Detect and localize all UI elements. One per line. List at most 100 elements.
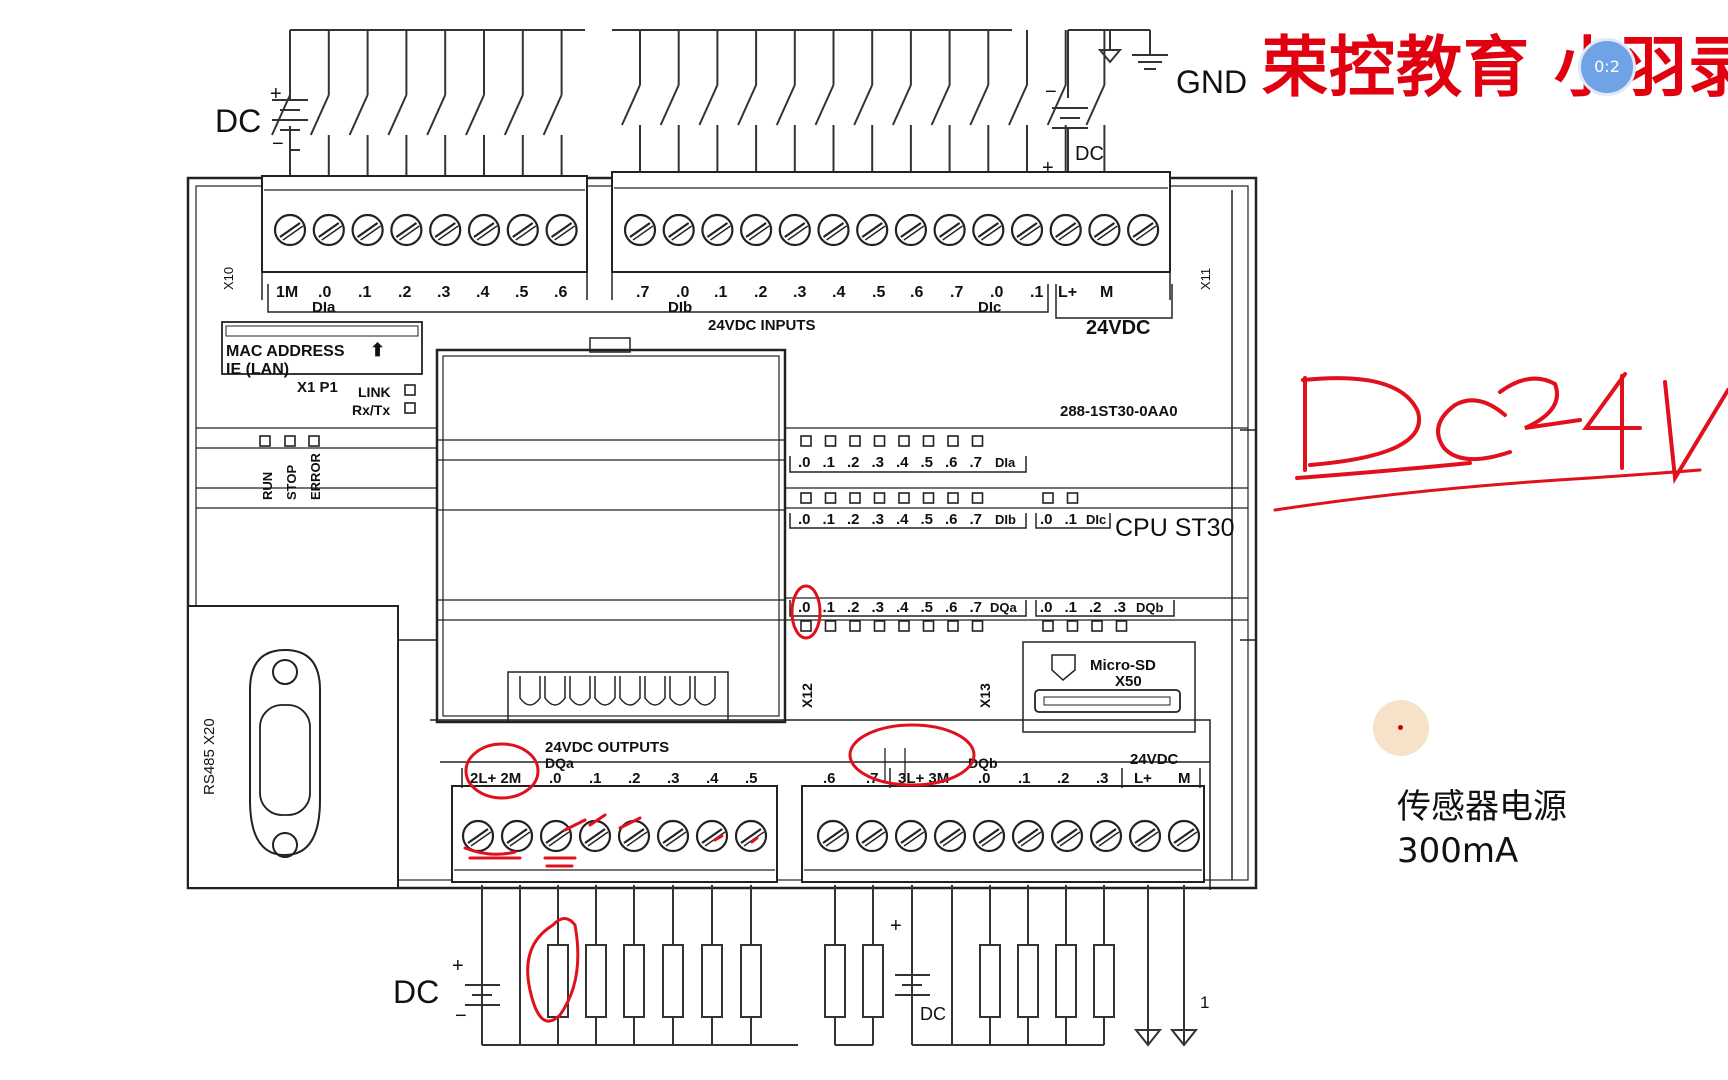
led-square [824,435,837,447]
led-square [947,435,959,447]
terminal-screw [662,213,695,247]
led-square [1066,492,1079,504]
minus-sign: − [272,133,284,155]
terminal-label: .7 [636,284,649,301]
led-label: .0 [798,599,811,616]
led-label: .7 [970,599,983,616]
load-resistor [701,944,723,1018]
load-resistor [623,944,645,1018]
recording-badge: 0:2 [1578,38,1636,96]
terminal-label: M [1100,284,1113,301]
connector-fin [644,676,666,706]
led-label: .1 [823,511,836,528]
terminal-label: .0 [978,770,991,787]
led-square [1066,620,1079,632]
input-wire [775,30,796,176]
terminal-label: .3 [1096,770,1109,787]
led-square [898,492,910,504]
connector-fin [669,676,691,706]
led-label: .3 [872,599,885,616]
terminal-screw [739,213,773,247]
terminal-label: .2 [1057,770,1070,787]
dc-label-top-left: DC [215,103,261,139]
terminal-label: .1 [1018,770,1031,787]
terminal-label: .6 [910,284,923,301]
led-group-label: DQa [990,600,1018,615]
terminal-screw [1050,819,1084,853]
led-square [898,620,910,632]
input-wire [387,30,408,176]
led-label: .1 [823,454,836,471]
led-label: .2 [1089,599,1102,616]
led-square [922,435,935,447]
terminal-label: .5 [515,284,528,301]
status-led [308,435,320,447]
led-square [849,492,861,504]
terminal-screw [1088,213,1121,247]
terminal-screw [817,213,850,247]
brand-title: 荣控教育 小羽录 [1262,29,1728,106]
input-wire [814,30,835,176]
led-label: .0 [1040,599,1053,616]
stop-label: STOP [284,465,299,500]
terminal-label: .2 [628,770,641,787]
terminal-screw [701,213,734,247]
connector-fin [594,676,616,706]
input-wire [426,30,447,176]
led-label: .1 [823,599,836,616]
led-label: .2 [847,599,860,616]
dqb-group-label: DQb [968,755,998,771]
terminal-label: L+ [1134,770,1152,787]
connector-fin [619,676,641,706]
led-label: .6 [945,599,958,616]
input-wire [309,30,330,176]
x11-label: X11 [1198,268,1213,290]
cpu-model-label: CPU ST30 [1115,514,1234,542]
terminal-screw [1010,213,1044,247]
input-wire [465,30,485,176]
terminal-screw [856,213,889,247]
terminal-label: .0 [318,284,331,301]
led-square [1042,492,1054,504]
load-resistor [862,944,884,1018]
pointer-cursor-icon [1373,700,1429,756]
terminal-screw [1011,819,1045,853]
input-wire [737,30,758,176]
ground-one-label: 1 [1200,993,1209,1012]
ie-lan-label: IE (LAN) [226,361,289,378]
led-label: .3 [872,511,885,528]
sensor-note-line2: 300mA [1397,831,1519,871]
led-label: .4 [896,511,909,528]
top-input-wiring [271,29,1168,176]
link-led [404,384,416,396]
led-square [800,620,812,632]
connector-fin [569,676,591,706]
terminal-label: .1 [1030,284,1043,301]
label-divider [461,768,1201,788]
led-label: .7 [970,511,983,528]
rs485-label: RS485 X20 [201,718,218,795]
terminal-screw [1126,213,1160,247]
plus-sign: + [452,955,464,977]
led-square [824,620,837,632]
led-square [971,435,984,447]
led-label: .7 [970,454,983,471]
led-square [873,620,886,632]
led-square [1042,620,1054,632]
output-supply-label: 24VDC [1130,751,1179,768]
led-square [849,620,861,632]
terminal-screw [545,213,578,247]
terminal-label: M [1178,770,1191,787]
terminal-label: .1 [589,770,602,787]
terminal-label: .5 [745,770,758,787]
terminal-screw [467,213,501,247]
group-dic-label: DIc [978,299,1001,316]
terminal-label: L+ [1058,284,1077,301]
led-square [971,620,984,632]
led-square [971,492,984,504]
terminal-label: .0 [990,284,1003,301]
minus-sign: − [1045,81,1057,103]
group-dib-label: DIb [668,299,692,316]
microsd-label: Micro-SD [1090,657,1156,674]
group-dia-label: DIa [312,299,336,316]
